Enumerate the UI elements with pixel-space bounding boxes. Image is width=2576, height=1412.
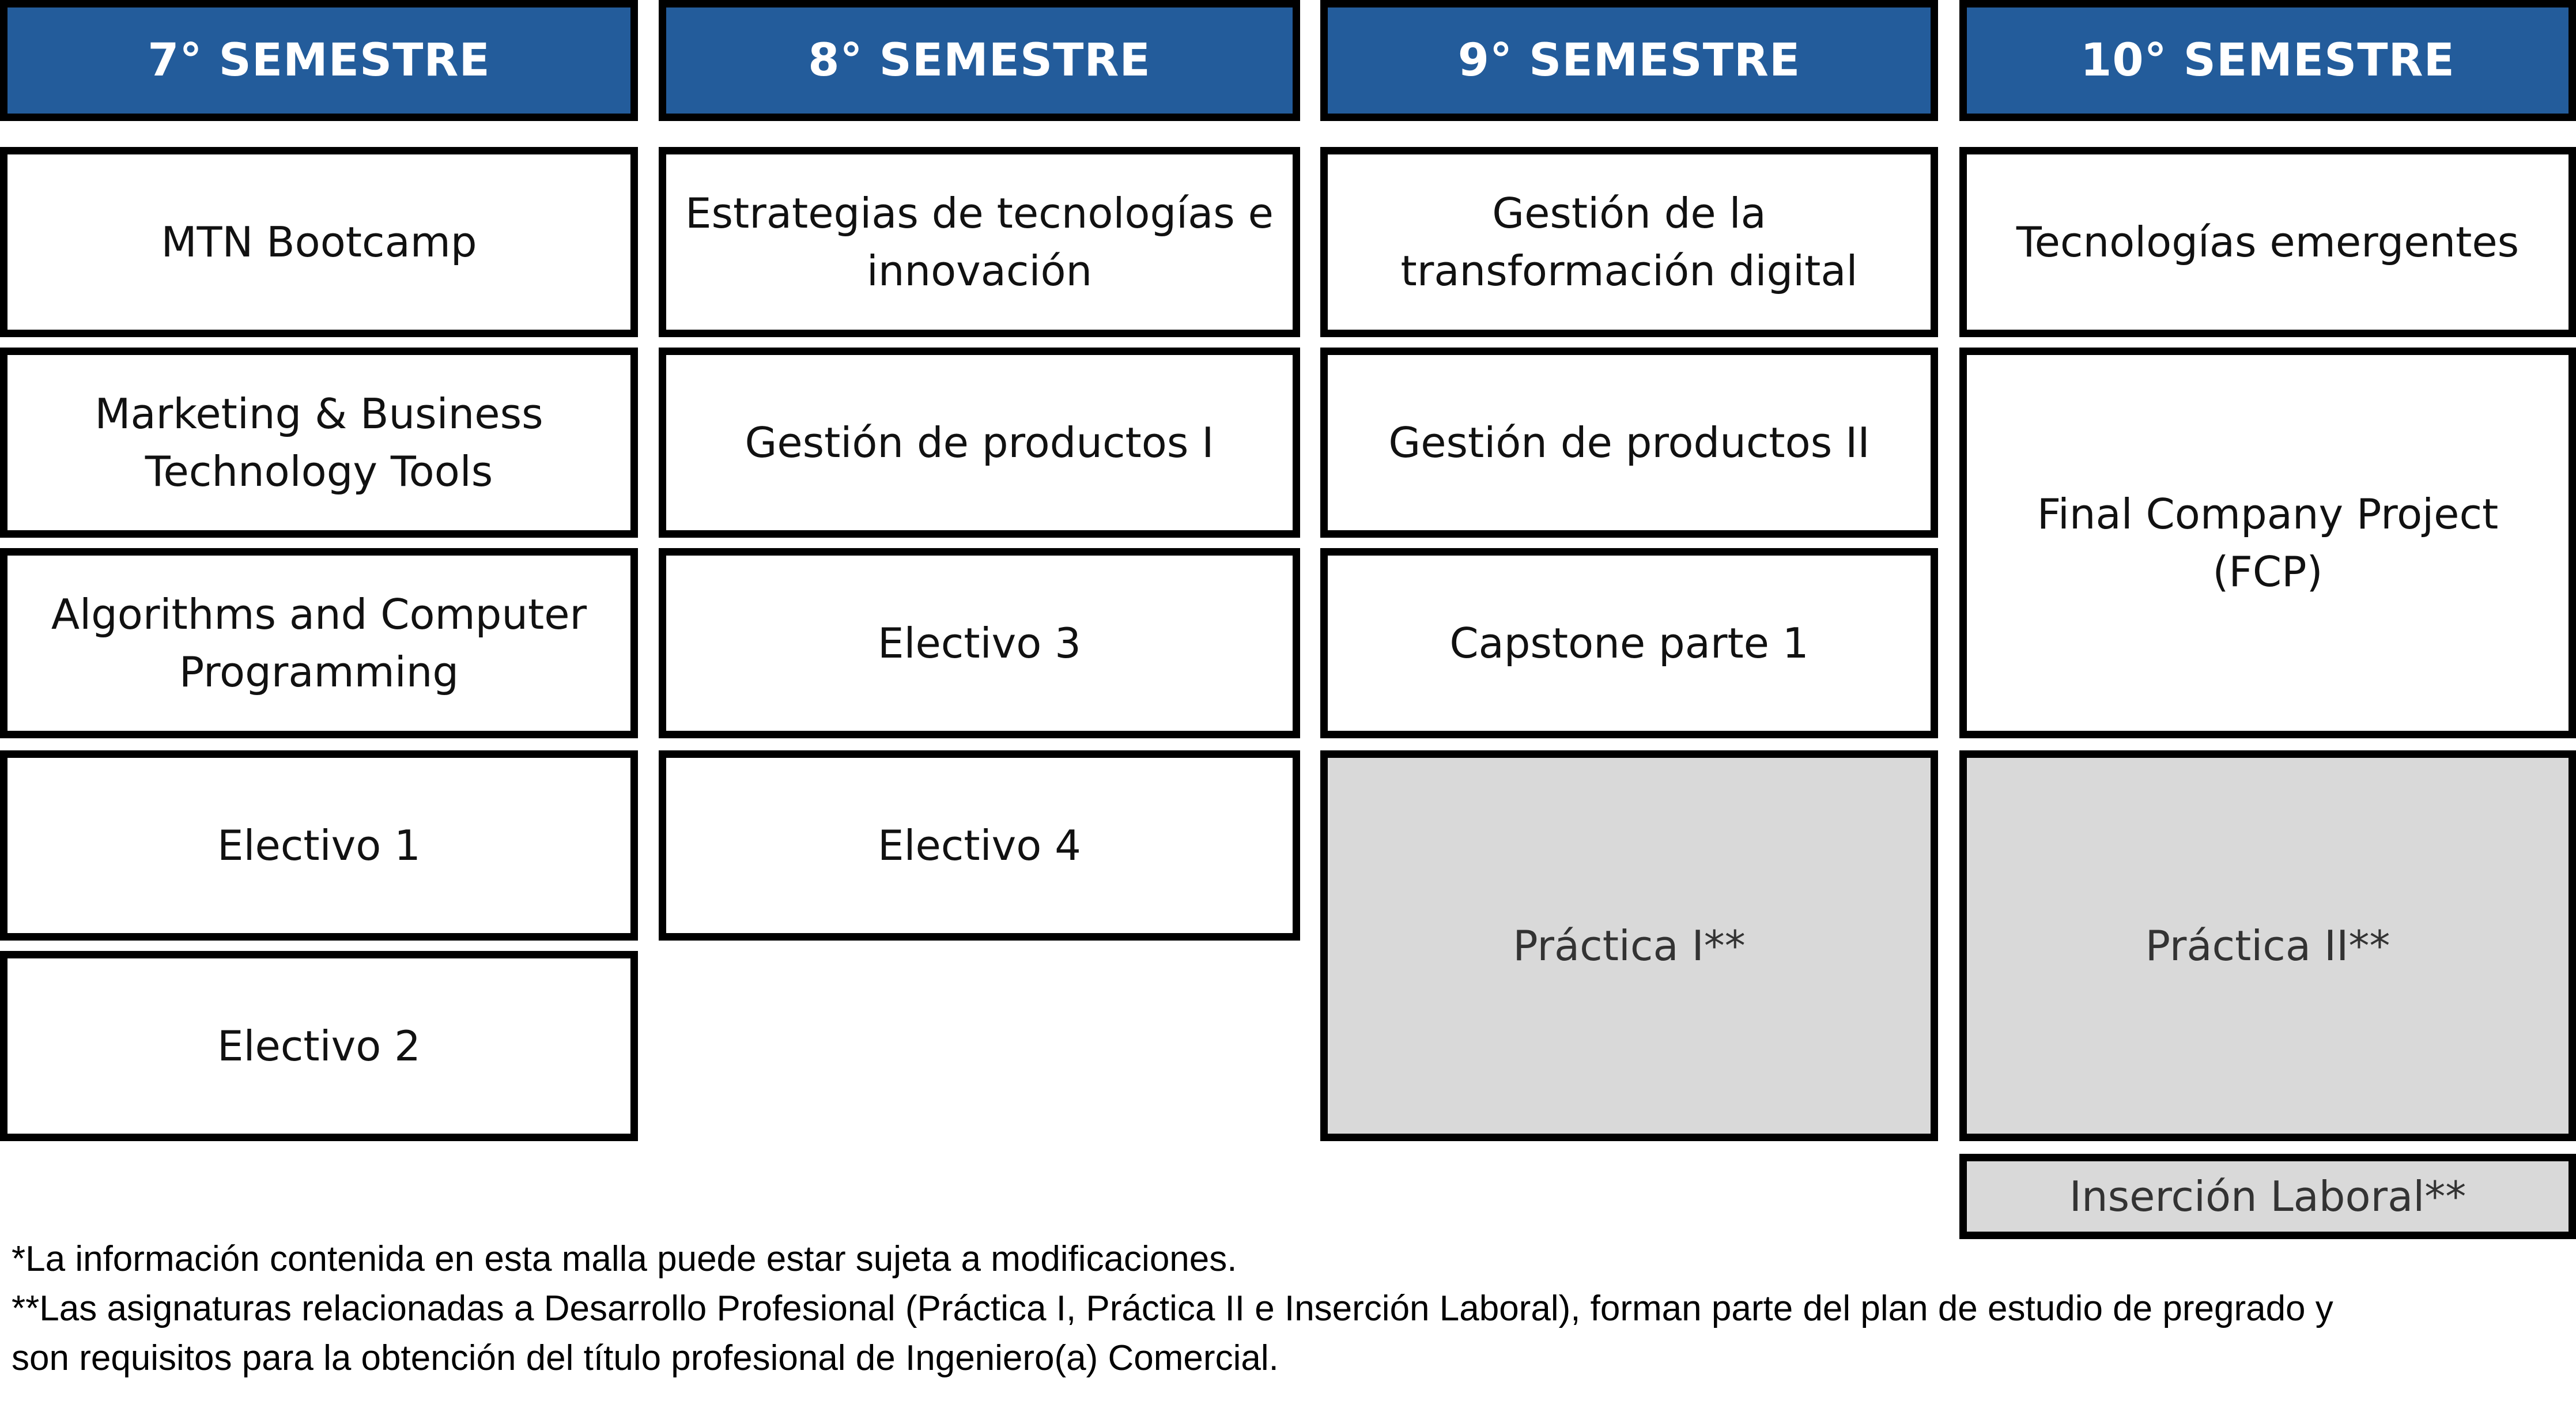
course-tecnologias-emergentes: Tecnologías emergentes [1959, 147, 2576, 337]
semester-7-header: 7° SEMESTRE [0, 0, 638, 121]
course-gestion-productos-2: Gestión de productos II [1320, 348, 1938, 538]
course-marketing-business-technology-tools: Marketing & Business Technology Tools [0, 348, 638, 538]
course-final-company-project: Final Company Project (FCP) [1959, 348, 2576, 738]
course-practica-2: Práctica II** [1959, 750, 2576, 1141]
course-capstone-parte-1: Capstone parte 1 [1320, 548, 1938, 738]
course-estrategias-tecnologias-innovacion: Estrategias de tecnologías e innovación [659, 147, 1300, 337]
footnote-modifications: *La información contenida en esta malla … [12, 1239, 1237, 1279]
course-electivo-4: Electivo 4 [659, 750, 1300, 941]
course-algorithms-computer-programming: Algorithms and Computer Programming [0, 548, 638, 738]
course-gestion-transformacion-digital: Gestión de la transformación digital [1320, 147, 1938, 337]
course-mtn-bootcamp: MTN Bootcamp [0, 147, 638, 337]
semester-10-header: 10° SEMESTRE [1959, 0, 2576, 121]
footnote-professional-development: **Las asignaturas relacionadas a Desarro… [12, 1289, 2333, 1328]
semester-9-header: 9° SEMESTRE [1320, 0, 1938, 121]
course-electivo-1: Electivo 1 [0, 750, 638, 941]
semester-8-header: 8° SEMESTRE [659, 0, 1300, 121]
course-electivo-2: Electivo 2 [0, 951, 638, 1141]
course-practica-1: Práctica I** [1320, 750, 1938, 1141]
course-electivo-3: Electivo 3 [659, 548, 1300, 738]
course-insercion-laboral: Inserción Laboral** [1959, 1154, 2576, 1239]
footnote-title-requirements: son requisitos para la obtención del tít… [12, 1338, 1279, 1378]
course-gestion-productos-1: Gestión de productos I [659, 348, 1300, 538]
